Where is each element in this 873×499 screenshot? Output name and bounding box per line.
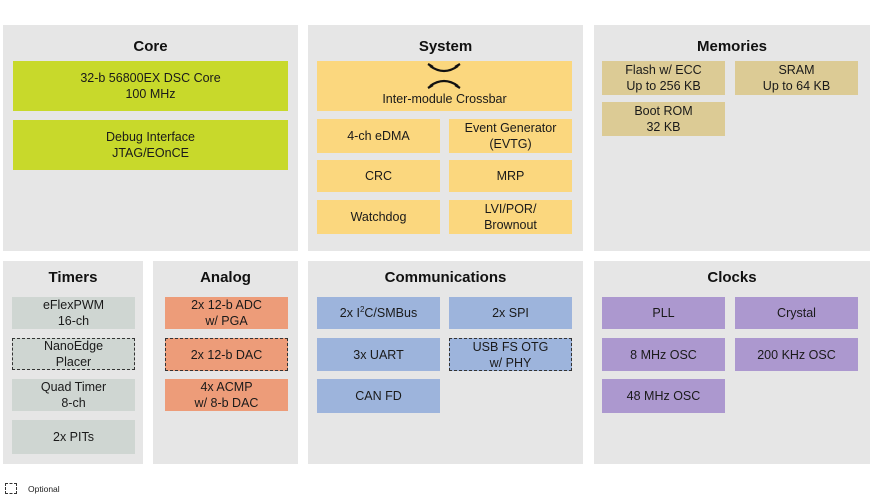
- eflexpwm-block: eFlexPWM 16-ch: [12, 297, 135, 329]
- core-title: Core: [133, 38, 168, 55]
- watchdog-block: Watchdog: [317, 200, 440, 234]
- debug-interface-line1: Debug Interface: [106, 130, 195, 144]
- debug-interface-block: Debug Interface JTAG/EOnCE: [13, 120, 288, 170]
- osc-48mhz-block: 48 MHz OSC: [602, 379, 725, 413]
- sram-line1: SRAM: [778, 63, 815, 77]
- usb-otg-block: USB FS OTG w/ PHY: [449, 338, 572, 371]
- spi-label: 2x SPI: [492, 306, 529, 320]
- nanoedge-line1: NanoEdge: [43, 339, 104, 353]
- crossbar-block: Inter-module Crossbar: [317, 61, 572, 111]
- osc-8mhz-label: 8 MHz OSC: [630, 347, 697, 362]
- communications-title: Communications: [384, 269, 507, 286]
- acmp-line2: w/ 8-b DAC: [194, 396, 259, 410]
- clocks-title: Clocks: [707, 269, 757, 286]
- spi-block: 2x SPI: [449, 297, 572, 329]
- evtg-line2: (EVTG): [489, 137, 532, 151]
- memories-panel: Memories Flash w/ ECC Up to 256 KB SRAM …: [594, 25, 870, 251]
- clocks-panel: Clocks PLL Crystal 8 MHz OSC 200 KHz OSC…: [594, 261, 870, 464]
- acmp-line1: 4x ACMP: [200, 380, 253, 394]
- boot-rom-block: Boot ROM 32 KB: [602, 102, 725, 136]
- timers-title: Timers: [48, 269, 98, 286]
- dsc-core-block: 32-b 56800EX DSC Core 100 MHz: [13, 61, 288, 111]
- system-title: System: [418, 38, 473, 55]
- boot-rom-line1: Boot ROM: [634, 104, 693, 118]
- i2c-suffix: C/SMBus: [364, 306, 418, 320]
- crystal-label: Crystal: [777, 306, 816, 320]
- flash-line2: Up to 256 KB: [626, 79, 701, 93]
- nanoedge-line2: Placer: [55, 355, 92, 369]
- usb-otg-line2: w/ PHY: [489, 355, 532, 370]
- optional-legend-swatch: [5, 483, 17, 494]
- adc-line1: 2x 12-b ADC: [191, 298, 262, 312]
- pits-label: 2x PITs: [53, 430, 94, 444]
- communications-panel: Communications 2x I2C/SMBus 2x SPI 3x UA…: [308, 261, 583, 464]
- pll-label: PLL: [652, 306, 675, 320]
- adc-line2: w/ PGA: [205, 314, 248, 328]
- quad-timer-line1: Quad Timer: [40, 380, 107, 394]
- watchdog-label: Watchdog: [350, 210, 407, 224]
- system-panel: System Inter-module Crossbar 4-ch eDMA E…: [308, 25, 583, 251]
- analog-title: Analog: [200, 269, 251, 286]
- eflexpwm-line1: eFlexPWM: [42, 298, 105, 312]
- memories-title: Memories: [696, 38, 768, 55]
- nanoedge-placer-block: NanoEdge Placer: [12, 338, 135, 370]
- pits-block: 2x PITs: [12, 420, 135, 454]
- osc-8mhz-block: 8 MHz OSC: [602, 338, 725, 371]
- can-fd-label: CAN FD: [355, 389, 402, 403]
- sram-block: SRAM Up to 64 KB: [735, 61, 858, 95]
- osc-200khz-block: 200 KHz OSC: [735, 338, 858, 371]
- dsc-core-line2: 100 MHz: [125, 87, 176, 101]
- uart-block: 3x UART: [317, 338, 440, 371]
- edma-block: 4-ch eDMA: [317, 119, 440, 153]
- evtg-block: Event Generator (EVTG): [449, 119, 572, 153]
- crossbar-icon: [427, 63, 461, 89]
- i2c-smbus-block: 2x I2C/SMBus: [317, 297, 440, 329]
- dac-label: 2x 12-b DAC: [190, 347, 263, 362]
- boot-rom-line2: 32 KB: [646, 120, 681, 134]
- flash-block: Flash w/ ECC Up to 256 KB: [602, 61, 725, 95]
- osc-48mhz-label: 48 MHz OSC: [626, 389, 701, 403]
- adc-block: 2x 12-b ADC w/ PGA: [165, 297, 288, 329]
- analog-panel: Analog 2x 12-b ADC w/ PGA 2x 12-b DAC 4x…: [153, 261, 298, 464]
- sram-line2: Up to 64 KB: [762, 79, 831, 93]
- mrp-block: MRP: [449, 160, 572, 192]
- crossbar-label: Inter-module Crossbar: [382, 92, 507, 106]
- crc-label: CRC: [364, 169, 393, 183]
- i2c-smbus-label: 2x I2C/SMBus: [340, 305, 417, 321]
- acmp-block: 4x ACMP w/ 8-b DAC: [165, 379, 288, 411]
- core-panel: Core 32-b 56800EX DSC Core 100 MHz Debug…: [3, 25, 298, 251]
- timers-panel: Timers eFlexPWM 16-ch NanoEdge Placer Qu…: [3, 261, 143, 464]
- usb-otg-line1: USB FS OTG: [472, 339, 549, 354]
- quad-timer-block: Quad Timer 8-ch: [12, 379, 135, 411]
- i2c-prefix: 2x I: [339, 306, 360, 320]
- mrp-label: MRP: [496, 169, 525, 183]
- can-fd-block: CAN FD: [317, 379, 440, 413]
- flash-line1: Flash w/ ECC: [625, 63, 702, 77]
- crc-block: CRC: [317, 160, 440, 192]
- i2c-superscript: 2: [359, 304, 365, 314]
- crystal-block: Crystal: [735, 297, 858, 329]
- lvi-por-block: LVI/POR/ Brownout: [449, 200, 572, 234]
- evtg-line1: Event Generator: [464, 121, 557, 135]
- lvi-por-line2: Brownout: [484, 218, 537, 232]
- edma-label: 4-ch eDMA: [347, 129, 410, 143]
- osc-200khz-label: 200 KHz OSC: [757, 347, 836, 362]
- quad-timer-line2: 8-ch: [61, 396, 86, 410]
- pll-block: PLL: [602, 297, 725, 329]
- uart-label: 3x UART: [353, 347, 404, 362]
- dsc-core-line1: 32-b 56800EX DSC Core: [80, 71, 221, 85]
- eflexpwm-line2: 16-ch: [57, 314, 90, 328]
- lvi-por-line1: LVI/POR/: [484, 202, 537, 216]
- debug-interface-line2: JTAG/EOnCE: [112, 146, 189, 160]
- optional-legend-label: Optional: [28, 484, 60, 494]
- dac-block: 2x 12-b DAC: [165, 338, 288, 371]
